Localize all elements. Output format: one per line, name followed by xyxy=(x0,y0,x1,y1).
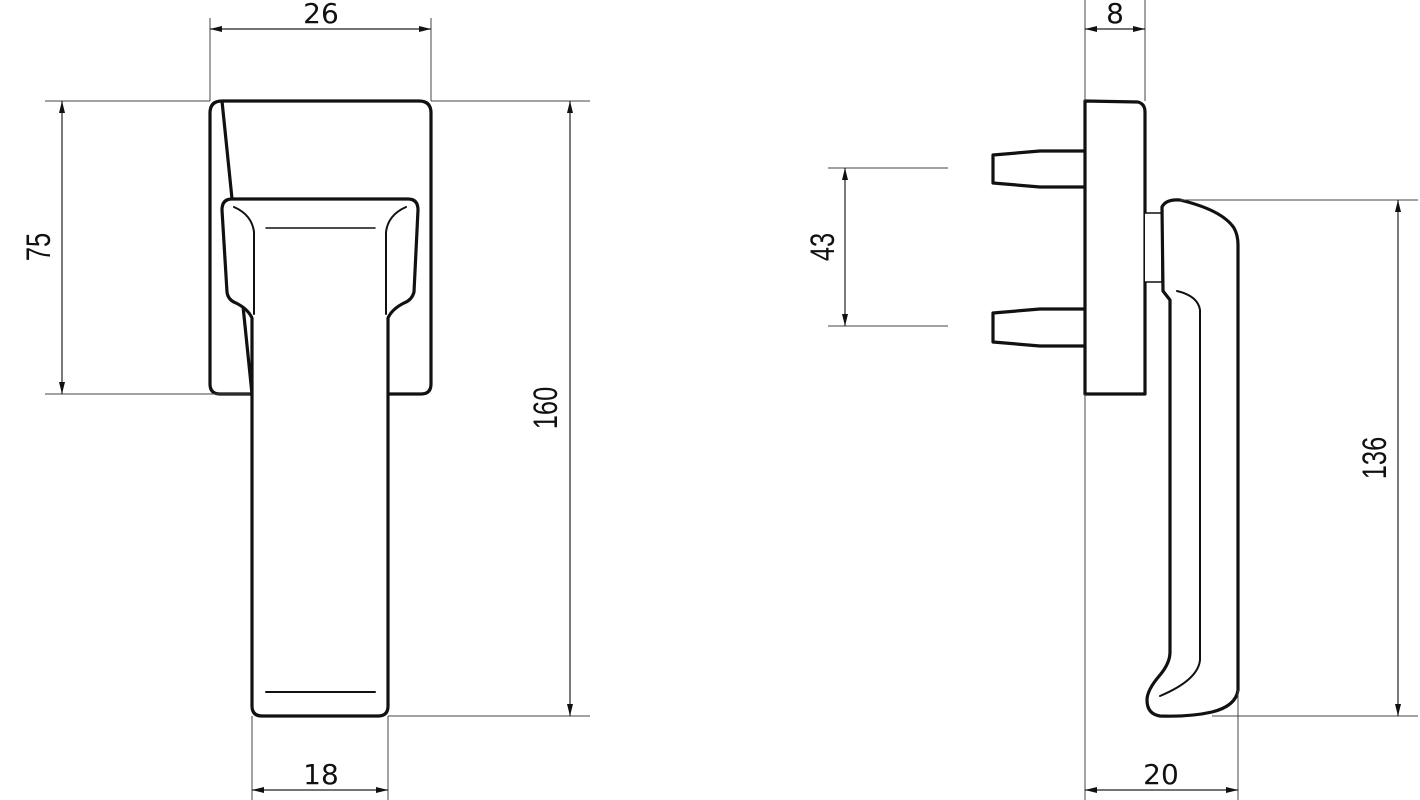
handle-inner-left xyxy=(233,206,255,315)
dimension-label: 75 xyxy=(21,233,58,261)
pin-bottom xyxy=(991,307,1087,348)
dimension-plate-width: 26 xyxy=(209,0,432,101)
neck xyxy=(1144,212,1163,283)
side-plate xyxy=(1083,99,1147,396)
dimension-label: 20 xyxy=(1143,758,1179,791)
side-view xyxy=(991,99,1240,718)
dimension-label: 136 xyxy=(1357,437,1394,480)
handle-inner-curve xyxy=(1159,290,1201,697)
dimension-plate-height: 75 xyxy=(21,100,590,395)
pin-top xyxy=(991,149,1087,189)
dimension-label: 18 xyxy=(303,758,339,791)
dimension-pin-spacing: 43 xyxy=(805,167,948,327)
dimension-handle-width: 18 xyxy=(251,716,389,800)
handle-cap xyxy=(220,197,420,718)
front-view xyxy=(208,99,433,718)
dimension-label: 26 xyxy=(303,0,339,30)
dimension-label: 8 xyxy=(1106,0,1124,30)
dimension-total-depth: 20 xyxy=(1084,394,1239,800)
dimension-handle-length: 136 xyxy=(1180,199,1418,717)
dimension-label: 160 xyxy=(528,387,565,430)
handle-inner-right xyxy=(385,206,407,315)
dimension-total-height: 160 xyxy=(388,101,590,717)
dimension-plate-depth: 8 xyxy=(1084,0,1146,101)
dimension-label: 43 xyxy=(805,233,842,261)
side-handle xyxy=(1145,198,1240,718)
